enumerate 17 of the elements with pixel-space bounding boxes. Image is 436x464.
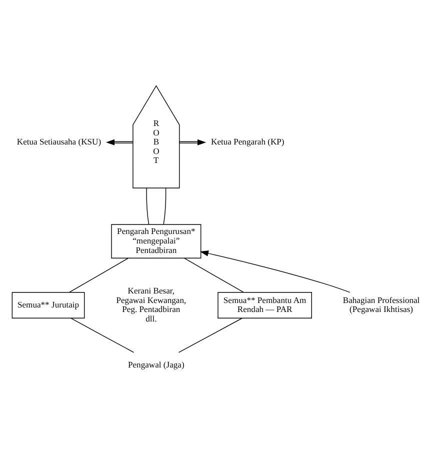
arrow <box>106 139 134 146</box>
connector <box>163 188 166 225</box>
label: Kerani Besar, Pegawai Kewangan, Peg. Pentadbiran dll. <box>116 286 186 324</box>
node-box: Semua** Jurutaip <box>12 292 85 318</box>
node-box: Semua** Pembantu Am Rendah — PAR <box>218 292 312 318</box>
connector <box>146 188 150 225</box>
node-text: Bahagian Professional (Pegawai Ikhtisas) <box>342 294 420 314</box>
arrow <box>179 139 206 146</box>
node-box: Pengarah Pengurusan* “mengepalai” Pentadbiran <box>111 224 202 258</box>
connector <box>69 258 129 293</box>
connector <box>70 318 134 353</box>
connector <box>184 258 244 293</box>
node-text: Ketua Pengarah (KP) <box>211 136 284 147</box>
arrow <box>200 250 350 293</box>
node-text: Pengawal (Jaga) <box>128 359 184 370</box>
node-text: Ketua Setiausaha (KSU) <box>16 136 102 147</box>
connector <box>178 318 242 353</box>
